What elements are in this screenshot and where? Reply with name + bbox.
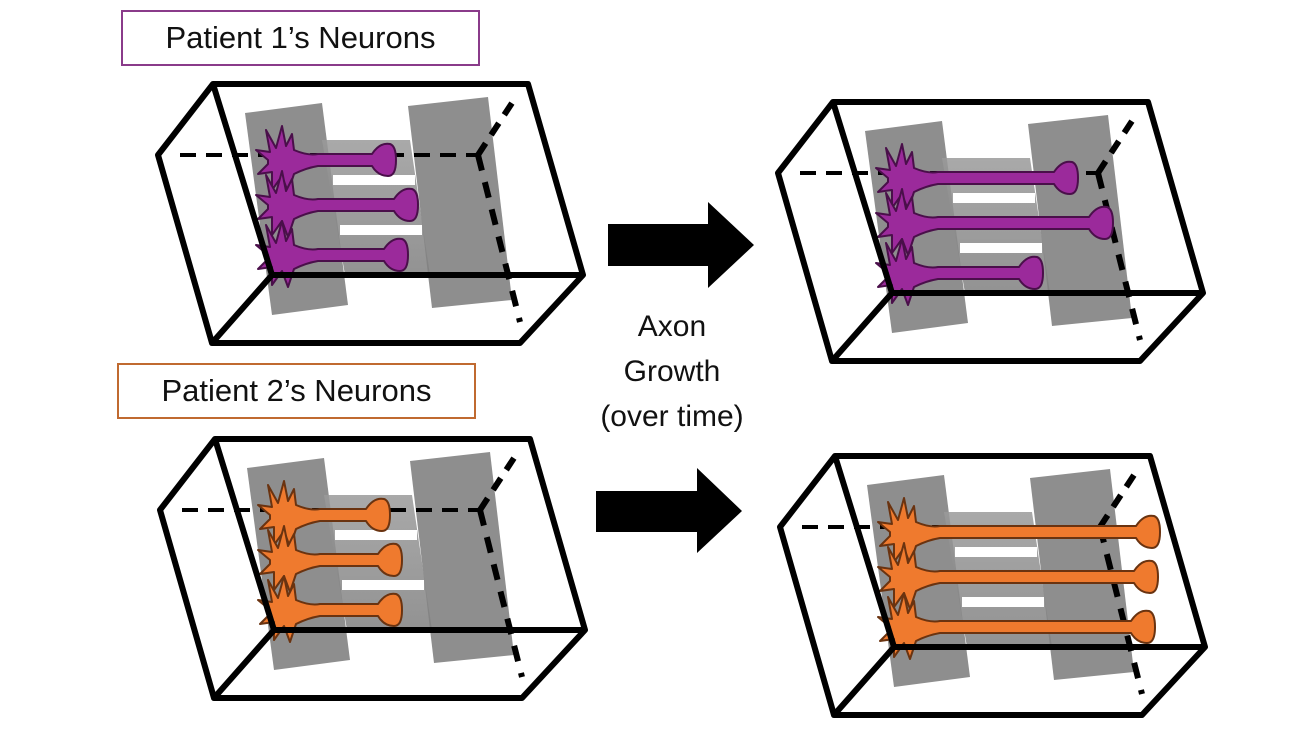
panel-p2-before [157, 436, 588, 701]
patient1-label: Patient 1’s Neurons [121, 10, 480, 66]
neuron [875, 238, 1044, 306]
neuron [875, 188, 1114, 256]
neuron [875, 143, 1079, 211]
microgroove-channel [953, 193, 1035, 203]
panel-p2-after [777, 453, 1208, 718]
microgroove-channel [333, 175, 415, 185]
panel-p1-before [155, 81, 586, 346]
neuron [257, 525, 403, 593]
microgroove-channel [342, 580, 424, 590]
axon-chamber [410, 452, 514, 663]
microgroove-channel [335, 530, 417, 540]
neuron [257, 480, 391, 548]
caption-line-2: Growth [623, 355, 721, 388]
caption-line-1: Axon [637, 310, 707, 343]
microgroove-channel [955, 547, 1037, 557]
axon-chamber [408, 97, 512, 308]
caption-line-3: (over time) [600, 400, 744, 433]
neuron [255, 220, 409, 288]
neuron [255, 170, 419, 238]
culture-device-box [157, 436, 588, 701]
neuron [877, 592, 1156, 660]
neuron [255, 125, 397, 193]
axon-growth-caption: Axon Growth (over time) [572, 304, 772, 439]
culture-device-box [777, 453, 1208, 718]
neuron [877, 542, 1159, 610]
patient2-label: Patient 2’s Neurons [117, 363, 476, 419]
neuron [257, 575, 403, 643]
microgroove-channel [340, 225, 422, 235]
neuron [877, 497, 1161, 565]
microgroove-channel [962, 597, 1044, 607]
panel-p1-after [775, 99, 1206, 364]
arrow-bottom [596, 468, 742, 553]
arrow-top [608, 202, 754, 288]
culture-device-box [155, 81, 586, 346]
culture-device-box [775, 99, 1206, 364]
microgroove-channel [960, 243, 1042, 253]
